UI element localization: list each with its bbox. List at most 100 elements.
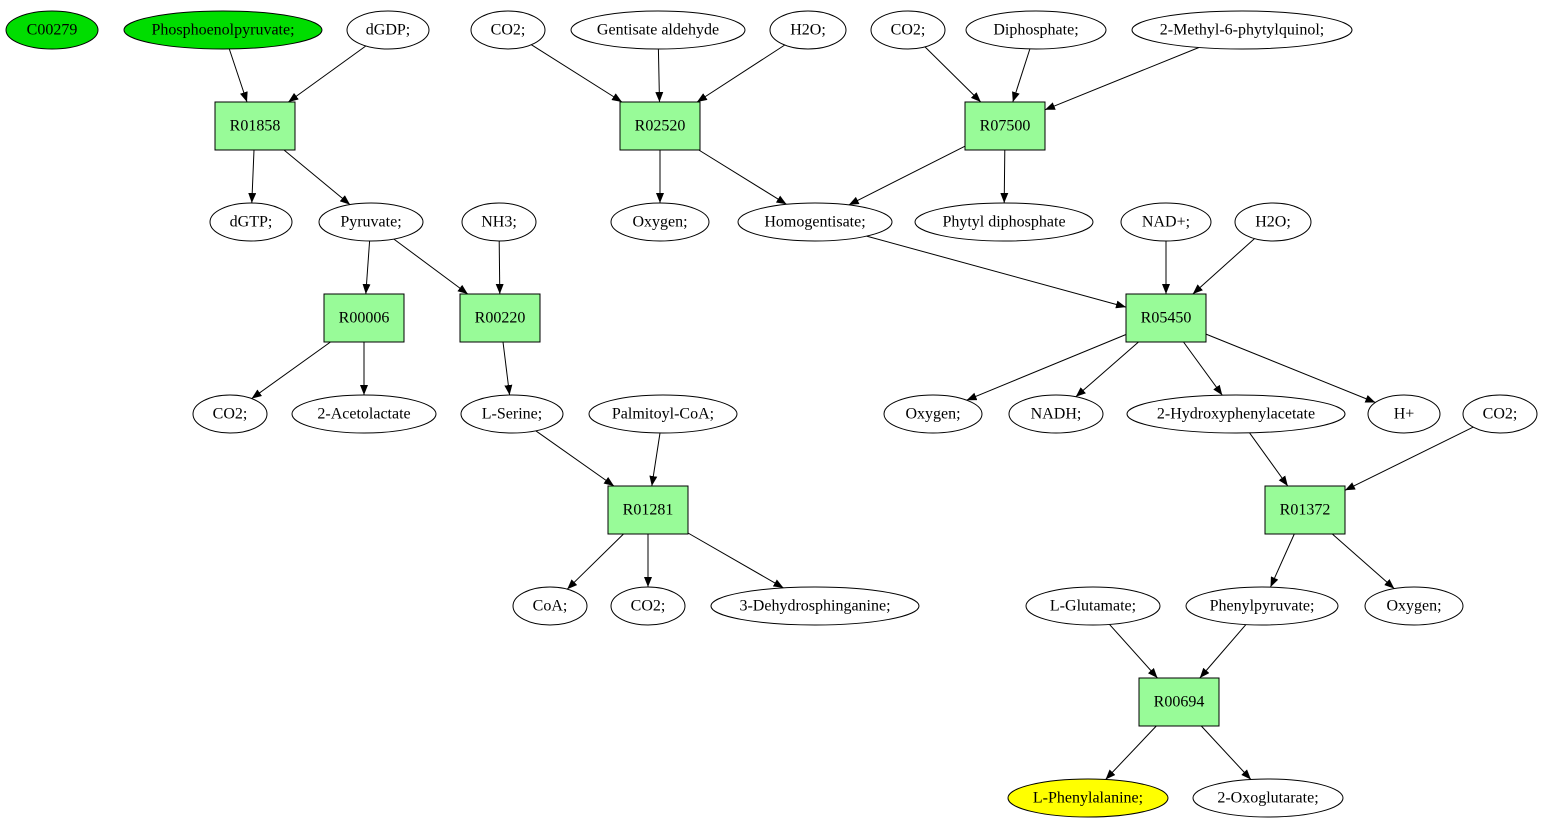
reaction-box (964, 101, 1046, 151)
compound-node-hplus: H+ (1367, 394, 1441, 434)
compound-node-nadh: NADH; (1008, 394, 1104, 434)
compound-node-nh3: NH3; (461, 202, 537, 242)
compound-ellipse (588, 394, 738, 434)
reaction-node-r02520: R02520 (619, 101, 701, 151)
compound-node-serine: L-Serine; (460, 394, 564, 434)
compound-node-h2o_b: H2O; (1234, 202, 1312, 242)
edge-r01372-to-oxygen_c (1331, 533, 1395, 589)
compound-node-phenylalanine: L-Phenylalanine; (1007, 778, 1169, 818)
node-label: L-Phenylalanine; (1033, 790, 1143, 807)
reaction-node-r05450: R05450 (1125, 293, 1207, 343)
compound-node-dgdp: dGDP; (346, 10, 430, 50)
compound-ellipse (512, 586, 588, 626)
compound-ellipse (192, 394, 268, 434)
node-label: dGDP; (366, 22, 410, 39)
node-label: Diphosphate; (993, 22, 1078, 39)
node-label: R01372 (1280, 502, 1331, 519)
compound-node-oxoglutarate: 2-Oxoglutarate; (1192, 778, 1344, 818)
node-label: R00220 (475, 310, 526, 327)
compound-node-oxygen_c: Oxygen; (1364, 586, 1464, 626)
edge-r01858-to-pyruvate (283, 149, 351, 205)
compound-ellipse (965, 10, 1107, 50)
compound-ellipse (1364, 586, 1464, 626)
node-label: Oxygen; (1386, 598, 1441, 615)
edge-co2_a-to-r02520 (531, 44, 623, 103)
edge-r00006-to-co2_c (251, 341, 331, 400)
reaction-node-r01858: R01858 (214, 101, 296, 151)
compound-ellipse (1007, 778, 1169, 818)
node-label: CO2; (491, 22, 526, 39)
compound-node-nadp: NAD+; (1120, 202, 1212, 242)
reaction-box (619, 101, 701, 151)
compound-node-diphosphate: Diphosphate; (965, 10, 1107, 50)
compound-ellipse (1185, 586, 1339, 626)
edge-pep-to-r01858 (228, 48, 248, 103)
node-label: 2-Methyl-6-phytylquinol; (1160, 22, 1324, 39)
edge-h2o_b-to-r05450 (1192, 238, 1255, 295)
node-label: Homogentisate; (764, 214, 865, 231)
edge-r00220-to-serine (502, 341, 513, 396)
node-label: R07500 (980, 118, 1031, 135)
compound-node-acetolactate: 2-Acetolactate (291, 394, 437, 434)
edge-r02520-to-homogentisate (698, 149, 787, 205)
compound-ellipse (1192, 778, 1344, 818)
reaction-box (607, 485, 689, 535)
node-label: NH3; (481, 214, 517, 231)
edge-gentisate-to-r02520 (655, 48, 664, 103)
node-label: R05450 (1141, 310, 1192, 327)
compound-node-phenylpyruvate: Phenylpyruvate; (1185, 586, 1339, 626)
node-label: CO2; (631, 598, 666, 615)
edge-palmitoyl-to-r01281 (649, 432, 661, 487)
edge-r05450-to-hpa (1183, 341, 1223, 396)
edge-diphosphate-to-r07500 (1012, 48, 1031, 103)
node-label: Phytyl diphosphate (942, 214, 1065, 231)
reaction-box (323, 293, 405, 343)
compound-node-hpa: 2-Hydroxyphenylacetate (1126, 394, 1346, 434)
edge-r05450-to-nadh (1075, 341, 1139, 398)
compound-ellipse (5, 10, 99, 50)
compound-ellipse (1462, 394, 1538, 434)
edge-r07500-to-phytyl (1000, 149, 1009, 204)
node-label: R01281 (623, 502, 674, 519)
compound-node-co2_d: CO2; (1462, 394, 1538, 434)
compound-ellipse (291, 394, 437, 434)
compound-node-co2_c: CO2; (192, 394, 268, 434)
node-label: Palmitoyl-CoA; (612, 406, 714, 423)
compound-ellipse (710, 586, 920, 626)
reaction-node-r00694: R00694 (1138, 677, 1220, 727)
compound-ellipse (318, 202, 424, 242)
compound-ellipse (870, 10, 946, 50)
edge-r01858-to-dgtp (248, 149, 257, 204)
compound-node-h2o_a: H2O; (769, 10, 847, 50)
reaction-node-r01281: R01281 (607, 485, 689, 535)
compound-ellipse (610, 202, 710, 242)
compound-node-pep: Phosphoenolpyruvate; (123, 10, 323, 50)
edge-r07500-to-homogentisate (848, 145, 966, 206)
compound-node-mpq: 2-Methyl-6-phytylquinol; (1131, 10, 1353, 50)
node-label: dGTP; (230, 214, 273, 231)
node-label: CO2; (213, 406, 248, 423)
compound-node-palmitoyl: Palmitoyl-CoA; (588, 394, 738, 434)
compound-node-glutamate: L-Glutamate; (1025, 586, 1161, 626)
edge-hpa-to-r01372 (1249, 432, 1289, 487)
compound-ellipse (1367, 394, 1441, 434)
compound-node-co2_b: CO2; (870, 10, 946, 50)
reaction-node-r00220: R00220 (459, 293, 541, 343)
compound-node-pyruvate: Pyruvate; (318, 202, 424, 242)
node-label: H2O; (1255, 214, 1291, 231)
reaction-box (214, 101, 296, 151)
node-label: CO2; (891, 22, 926, 39)
edges-layer (228, 44, 1474, 780)
compound-ellipse (460, 394, 564, 434)
node-label: 2-Hydroxyphenylacetate (1157, 406, 1315, 423)
node-label: NADH; (1031, 406, 1082, 423)
compound-ellipse (1126, 394, 1346, 434)
reaction-node-r00006: R00006 (323, 293, 405, 343)
node-label: 2-Oxoglutarate; (1217, 790, 1318, 807)
node-label: R00006 (339, 310, 390, 327)
edge-dgdp-to-r01858 (288, 45, 367, 103)
edge-mpq-to-r07500 (1044, 47, 1200, 111)
compound-node-c00279: C00279 (5, 10, 99, 50)
compound-node-oxygen_a: Oxygen; (610, 202, 710, 242)
